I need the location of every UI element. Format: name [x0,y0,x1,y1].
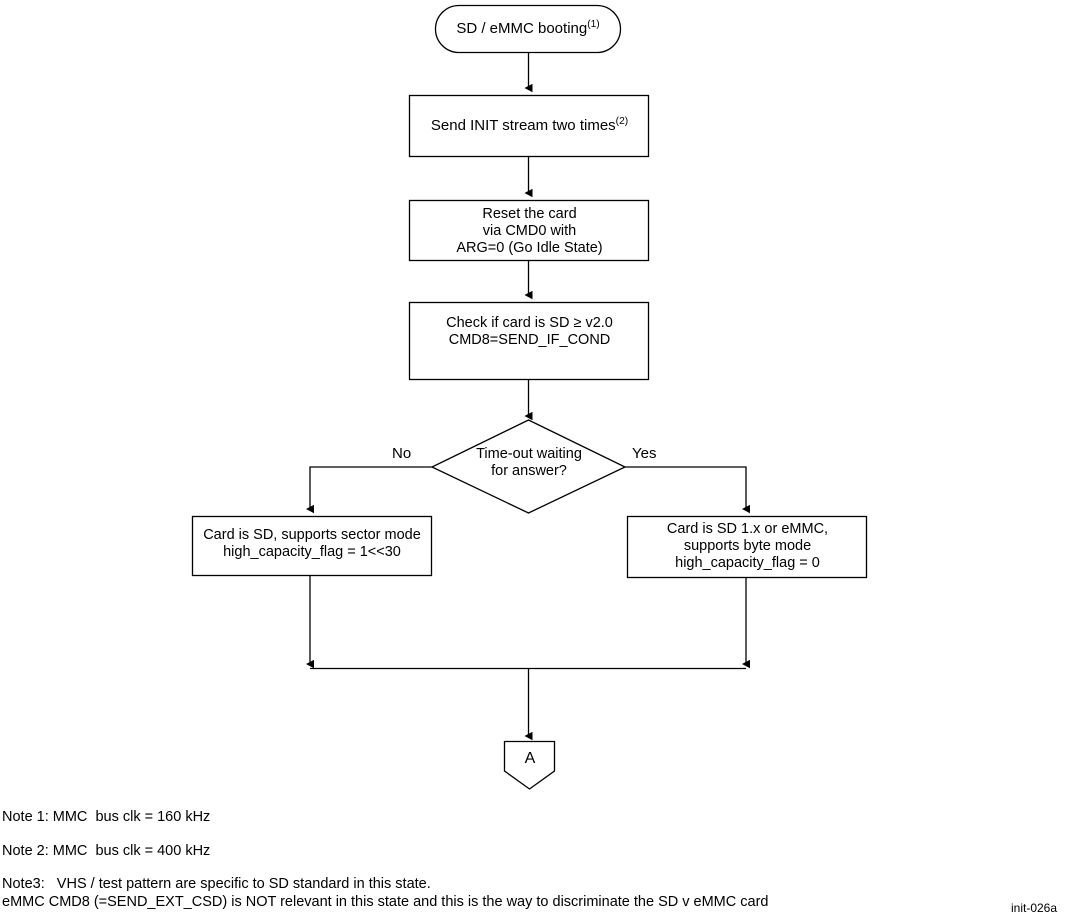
node-start-shape[interactable] [434,4,622,54]
edge-no-branch [306,466,432,514]
note-2: Note 2: MMC bus clk = 400 kHz [2,843,211,859]
note-1: Note 1: MMC bus clk = 160 kHz [2,809,211,825]
edge-label-yes: Yes [632,445,657,462]
edge-yes-branch [625,466,750,514]
node-sd1x-byte-mode-shape[interactable] [626,515,868,579]
figure-id: init-026a [1011,901,1058,915]
note-3-line-1: Note3: VHS / test pattern are specific t… [2,876,431,892]
node-reset-card-shape[interactable] [408,199,650,262]
note-3-line-2: eMMC CMD8 (=SEND_EXT_CSD) is NOT relevan… [2,894,769,910]
node-check-sd-v2-shape[interactable] [408,301,650,381]
node-sd-sector-mode-shape[interactable] [191,515,433,577]
node-init-stream-shape[interactable] [408,94,650,158]
edge-label-no: No [392,445,412,462]
node-timeout-decision-shape[interactable] [430,419,627,514]
node-connector-a-shape[interactable] [503,740,556,790]
